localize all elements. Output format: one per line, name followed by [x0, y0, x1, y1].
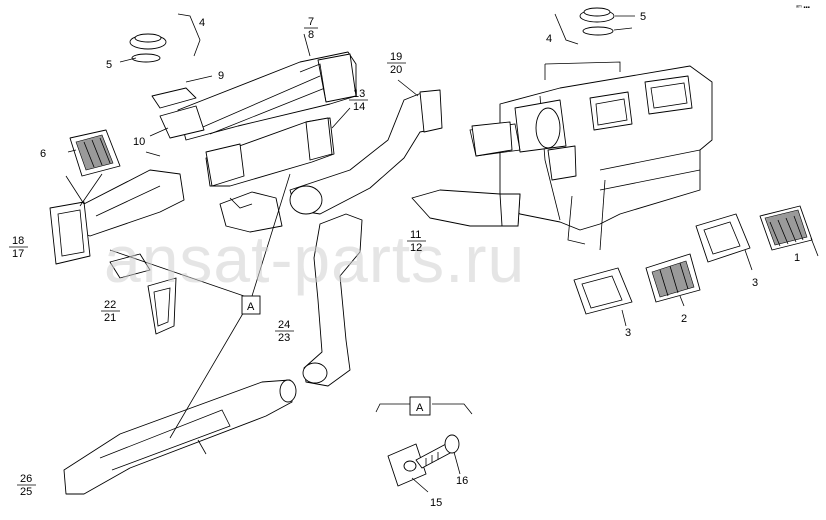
callout-4-left: 4	[199, 17, 205, 29]
vent-bezel-3-right	[695, 213, 753, 271]
callout-5-left: 5	[106, 59, 112, 71]
callout-15: 15	[430, 497, 442, 509]
callout-26: 26	[20, 473, 32, 485]
corner-mark: ᵃᵐ ▪▪▪	[796, 5, 810, 11]
duct-11-12	[411, 189, 521, 227]
view-marker-main: A	[241, 295, 261, 315]
callout-3-right: 3	[752, 277, 758, 289]
callout-16: 16	[456, 475, 468, 487]
vent-bezel-3-left	[573, 267, 633, 327]
curved-duct-19-20	[289, 79, 443, 215]
callout-12: 12	[410, 242, 422, 254]
leader-lines-a	[109, 173, 291, 439]
callout-3-left: 3	[625, 327, 631, 339]
view-marker-detail-label: A	[416, 402, 424, 414]
callout-14: 14	[353, 101, 365, 113]
side-duct-left	[49, 169, 185, 265]
callout-17: 17	[12, 248, 24, 260]
callout-18: 18	[12, 235, 24, 247]
dashboard-duct-housing	[469, 65, 713, 251]
callout-24: 24	[278, 319, 290, 331]
watermark: ansat-parts.ru	[104, 222, 525, 296]
upper-duct-7-8	[177, 33, 357, 141]
callout-22: 22	[104, 299, 116, 311]
view-marker-main-label: A	[247, 301, 255, 313]
callout-labels: 1 2 3 3 4 4 5 5 6 9 10 7 8 13 14 19 20 1…	[9, 11, 800, 509]
grommet-right	[544, 7, 635, 80]
callout-9: 9	[218, 70, 224, 82]
callout-13: 13	[353, 88, 365, 100]
callout-4-right: 4	[546, 33, 552, 45]
callout-10: 10	[133, 136, 145, 148]
vent-grille-2	[645, 253, 701, 307]
upper-duct-13-14	[205, 107, 351, 187]
callout-2: 2	[681, 313, 687, 325]
callout-21: 21	[104, 312, 116, 324]
vent-grille-1	[759, 205, 819, 257]
callout-5-right: 5	[640, 11, 646, 23]
view-marker-detail: A	[409, 396, 431, 416]
callout-25: 25	[20, 486, 32, 498]
callout-8: 8	[308, 29, 314, 41]
grommet-left	[119, 13, 213, 157]
callout-11: 11	[410, 229, 421, 241]
vent-grille-6	[67, 129, 121, 177]
detail-view-a	[375, 403, 473, 493]
callout-6: 6	[40, 148, 46, 160]
duct-coupling-bracket	[219, 191, 283, 233]
callout-19: 19	[390, 51, 402, 63]
callout-23: 23	[278, 332, 290, 344]
floor-duct-26-25	[63, 379, 297, 495]
floor-duct-24-23	[302, 213, 363, 387]
callout-7: 7	[308, 16, 314, 28]
callout-1: 1	[794, 252, 800, 264]
callout-20: 20	[390, 64, 402, 76]
